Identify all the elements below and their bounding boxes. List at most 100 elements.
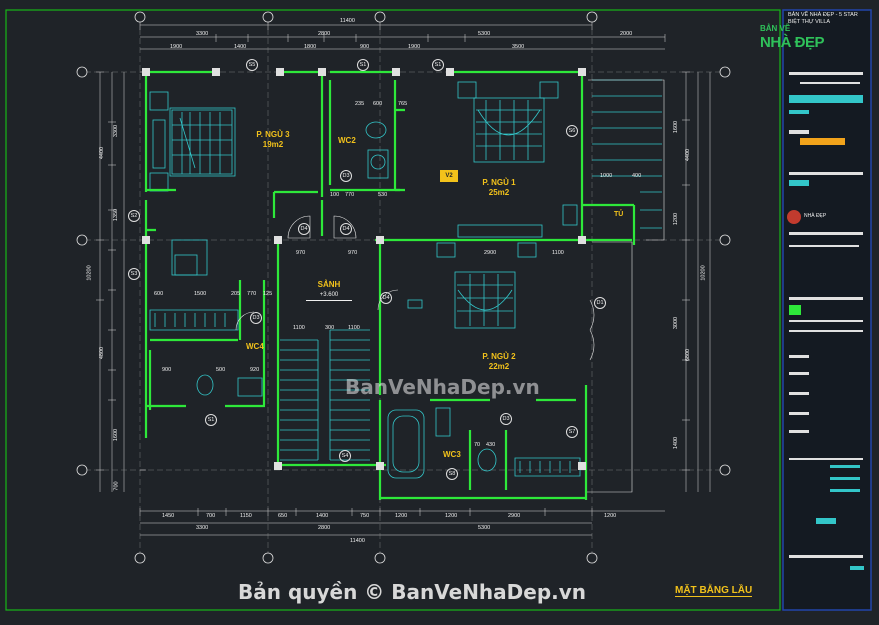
title-block-bar	[789, 72, 863, 75]
room-name: P. NGỦ 3	[256, 130, 290, 139]
dim-bottom-row2-4: 1400	[316, 513, 329, 519]
dim-inner-1500: 1500	[194, 291, 207, 297]
dim-inner-1100c: 1100	[348, 325, 360, 331]
dim-right-6800: 6800	[685, 348, 692, 362]
title-block-bar	[789, 412, 809, 415]
floor-level: +3.600	[306, 290, 352, 301]
drawing-frame	[5, 9, 781, 611]
room-label-wardrobe: TỦ	[614, 211, 624, 218]
tag-s8: S8	[446, 468, 458, 480]
dim-bottom-row2-9: 1200	[604, 513, 617, 519]
title-block-bar	[789, 130, 809, 134]
dim-inner-235: 235	[355, 101, 365, 107]
dim-inner-2900: 2900	[484, 250, 497, 256]
dim-bottom-5300: 5300	[478, 525, 491, 531]
tag-d3-wc4: D3	[250, 312, 262, 324]
logo-main-text: NHÀ ĐẸP	[760, 34, 825, 51]
tag-s3: S3	[128, 268, 140, 280]
dim-bottom-row2-5: 750	[360, 513, 370, 519]
tag-d3-wc2: D3	[340, 170, 352, 182]
dim-inner-770: 770	[345, 192, 355, 198]
dim-left-1350: 1350	[113, 208, 120, 222]
tag-s1-top-b: S1	[432, 59, 444, 71]
dim-inner-400: 400	[632, 173, 642, 179]
title-block-bar	[789, 180, 809, 186]
room-label-bed2: P. NGỦ 2 22m2	[472, 352, 526, 372]
dim-inner-530: 530	[378, 192, 388, 198]
room-label-bed1: P. NGỦ 1 25m2	[472, 178, 526, 198]
dim-top-1800: 1800	[304, 44, 317, 50]
title-block-bar	[789, 110, 809, 114]
tag-d3-wc3: D3	[500, 413, 512, 425]
dim-top-1400: 1400	[234, 44, 247, 50]
dim-top-1900b: 1900	[408, 44, 421, 50]
furniture	[149, 79, 662, 479]
dim-bottom-total: 11400	[350, 538, 365, 544]
dim-inner-1100: 1100	[552, 250, 564, 256]
room-label-wc3: WC3	[443, 450, 461, 459]
dim-right-1600: 1600	[673, 120, 680, 134]
title-block-bar	[789, 555, 863, 558]
tag-d4-b: D4	[340, 223, 352, 235]
dim-top-1900a: 1900	[170, 44, 183, 50]
tag-s6-top: S6	[566, 125, 578, 137]
room-label-wc4: WC4	[246, 342, 264, 351]
dim-inner-970b: 970	[348, 250, 358, 256]
wall-columns	[142, 68, 586, 470]
title-block-bar	[789, 172, 863, 175]
title-block-bar	[850, 566, 864, 570]
logo: BẢN VẼ NHÀ ĐẸP	[758, 24, 870, 64]
title-block-bar	[830, 465, 860, 468]
tag-s2: S2	[128, 210, 140, 222]
dim-inner-770b: 770	[247, 291, 257, 297]
title-block-bar	[789, 305, 801, 315]
dim-inner-70: 70	[474, 442, 481, 448]
dim-left-1600: 1600	[113, 428, 120, 442]
title-block-bar	[800, 138, 845, 145]
dim-inner-500: 500	[216, 367, 226, 373]
title-block-bar	[789, 232, 863, 235]
dim-top-3500: 3500	[512, 44, 525, 50]
watermark-center: BanVeNhaDep.vn	[345, 375, 540, 399]
grid-bubbles	[76, 11, 731, 564]
dim-bottom-2800: 2800	[318, 525, 331, 531]
dim-bottom-row2-0: 1450	[162, 513, 175, 519]
company-short: NHÀ ĐẸP	[804, 213, 827, 219]
dim-bottom-row2-1: 700	[206, 513, 216, 519]
title-block-bar	[789, 245, 859, 247]
dim-inner-1000: 1000	[600, 173, 613, 179]
drawing-title: MẶT BẰNG LẦU	[675, 585, 753, 597]
title-block-bar	[830, 489, 860, 492]
dim-inner-205: 205	[231, 291, 241, 297]
title-block-bar	[830, 477, 860, 480]
dim-inner-125: 125	[263, 291, 273, 297]
tag-s1-top-a: S1	[357, 59, 369, 71]
title-block-logo-small	[787, 210, 801, 224]
dim-bottom-row2-6: 1200	[395, 513, 408, 519]
room-label-bed3: P. NGỦ 3 19m2	[248, 130, 298, 150]
dim-inner-300: 300	[325, 325, 335, 331]
tag-s5: S5	[246, 59, 258, 71]
door-swings	[235, 215, 595, 361]
dim-inner-970a: 970	[296, 250, 306, 256]
dim-inner-100: 100	[330, 192, 340, 198]
dim-bottom-row2-3: 650	[278, 513, 288, 519]
room-name: P. NGỦ 2	[482, 352, 516, 361]
dim-bottom-row2-2: 1150	[240, 513, 252, 519]
dim-left-total: 10200	[86, 265, 93, 281]
dim-inner-765: 765	[398, 101, 408, 107]
tag-s1-bottom: S1	[205, 414, 217, 426]
dim-top-3300: 3300	[196, 31, 209, 37]
dim-inner-600: 600	[373, 101, 383, 107]
logo-top-text: BẢN VẼ	[760, 24, 791, 33]
title-block-bar	[789, 430, 809, 433]
dim-inner-1100b: 1100	[293, 325, 305, 331]
dim-left-700: 700	[113, 481, 120, 491]
dim-inner-920: 920	[250, 367, 260, 373]
dim-bottom-3300: 3300	[196, 525, 209, 531]
room-area: 22m2	[488, 362, 510, 371]
title-block-bar	[789, 95, 863, 103]
dim-right-1400: 1400	[673, 436, 680, 450]
dim-bottom-row2-8: 2900	[508, 513, 521, 519]
